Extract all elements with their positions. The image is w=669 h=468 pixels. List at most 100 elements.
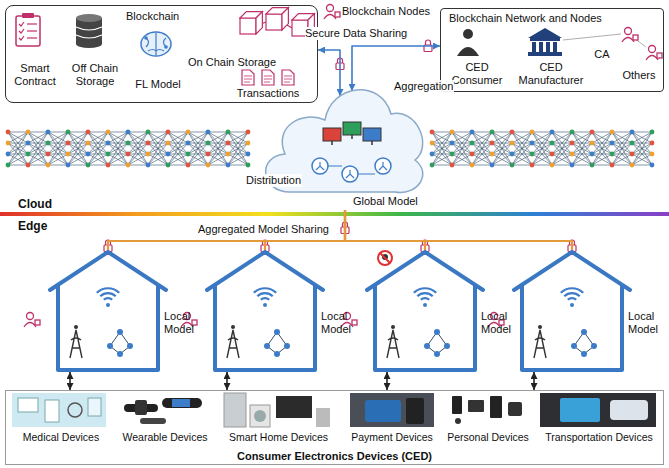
network-link xyxy=(8,143,28,165)
network-neuron xyxy=(450,130,455,135)
network-neuron xyxy=(146,130,151,135)
network-link xyxy=(632,132,652,165)
local-net-node xyxy=(117,351,123,357)
node-label: Transactions xyxy=(228,87,308,100)
network-link xyxy=(68,154,88,165)
local-net-node xyxy=(434,351,440,357)
local-net-node xyxy=(581,351,587,357)
payment-terminal xyxy=(406,398,424,424)
person-head xyxy=(625,28,632,35)
network-neuron xyxy=(450,163,455,168)
document-line xyxy=(244,76,252,82)
ced-box: Consumer Electronics Devices (CED)Medica… xyxy=(5,390,664,465)
network-link xyxy=(432,143,452,165)
network-link xyxy=(128,132,148,133)
annotation-label: Aggregated Model Sharing xyxy=(198,223,329,236)
node-label: Local Model xyxy=(481,310,517,336)
local-net-link xyxy=(427,332,447,354)
cube-front xyxy=(240,18,256,34)
network-link xyxy=(28,132,48,154)
building-roof xyxy=(528,28,562,38)
smart-contract-item: Smart Contract xyxy=(9,12,61,100)
network-neuron xyxy=(246,163,251,168)
network-neuron xyxy=(126,141,131,146)
connector xyxy=(386,372,388,390)
network-neuron xyxy=(186,141,191,146)
network-link xyxy=(632,132,652,154)
device-item: Wearable Devices xyxy=(116,393,214,445)
lock-shackle xyxy=(426,40,431,45)
network-link xyxy=(612,143,632,165)
connector xyxy=(533,372,535,390)
network-link xyxy=(612,132,632,154)
network-neuron xyxy=(430,130,435,135)
network-link xyxy=(612,165,632,166)
network-neuron xyxy=(550,130,555,135)
on-chain-storage-item: On Chain Storage xyxy=(188,10,316,70)
network-link xyxy=(88,165,108,166)
transactions-item: Transactions xyxy=(228,70,308,100)
antenna-top xyxy=(538,325,542,329)
network-link xyxy=(208,132,228,165)
network-neuron xyxy=(530,141,535,146)
speaker xyxy=(316,408,330,427)
network-link xyxy=(452,132,472,154)
network-neuron xyxy=(430,141,435,146)
network-link xyxy=(452,132,472,165)
building-column xyxy=(553,42,557,52)
node-label: CED Manufacturer xyxy=(513,61,589,87)
network-link xyxy=(68,132,88,165)
clipboard-line xyxy=(27,30,37,31)
network-link xyxy=(188,143,208,165)
network-link xyxy=(552,132,572,165)
node-label: Local Model xyxy=(321,310,357,336)
device-item: Payment Devices xyxy=(343,393,441,445)
network-link xyxy=(48,143,68,165)
monitor-stand xyxy=(331,141,333,145)
network-link xyxy=(148,132,168,154)
local-net-link xyxy=(574,332,594,354)
network-link xyxy=(228,143,248,165)
network-neuron xyxy=(490,130,495,135)
network-link xyxy=(188,143,208,165)
network-link xyxy=(492,143,512,165)
local-net-node xyxy=(274,329,280,335)
washer xyxy=(250,405,270,427)
network-link xyxy=(228,132,248,154)
network-link xyxy=(532,132,552,133)
medical-photo xyxy=(12,393,106,427)
network-link xyxy=(492,132,512,154)
wifi-arc xyxy=(561,288,583,293)
local-net-node xyxy=(444,343,450,349)
network-link xyxy=(128,132,148,165)
network-link xyxy=(452,132,472,133)
network-link xyxy=(492,154,512,165)
network-link xyxy=(188,132,208,165)
network-link xyxy=(208,132,228,154)
network-link xyxy=(88,132,108,154)
network-neuron xyxy=(226,130,231,135)
network-link xyxy=(8,132,28,154)
network-link xyxy=(572,132,592,165)
fl-model-item: FL Model xyxy=(128,28,188,98)
network-link xyxy=(592,143,612,165)
network-link xyxy=(8,132,28,154)
network-neuron xyxy=(6,130,11,135)
network-link xyxy=(48,132,68,165)
network-neuron xyxy=(570,163,575,168)
node-cube xyxy=(657,53,662,58)
network-link xyxy=(452,132,472,165)
network-link xyxy=(532,132,552,165)
house: Local Model xyxy=(512,250,664,372)
network-neuron xyxy=(610,130,615,135)
local-net-link xyxy=(110,332,130,354)
network-link xyxy=(632,132,652,165)
network-neuron xyxy=(570,152,575,157)
document-icon xyxy=(242,70,254,85)
house-shape xyxy=(514,252,630,370)
network-neuron xyxy=(6,141,11,146)
network-neuron xyxy=(46,130,51,135)
network-link xyxy=(632,132,652,133)
network-link xyxy=(188,132,208,165)
network-link xyxy=(472,132,492,154)
